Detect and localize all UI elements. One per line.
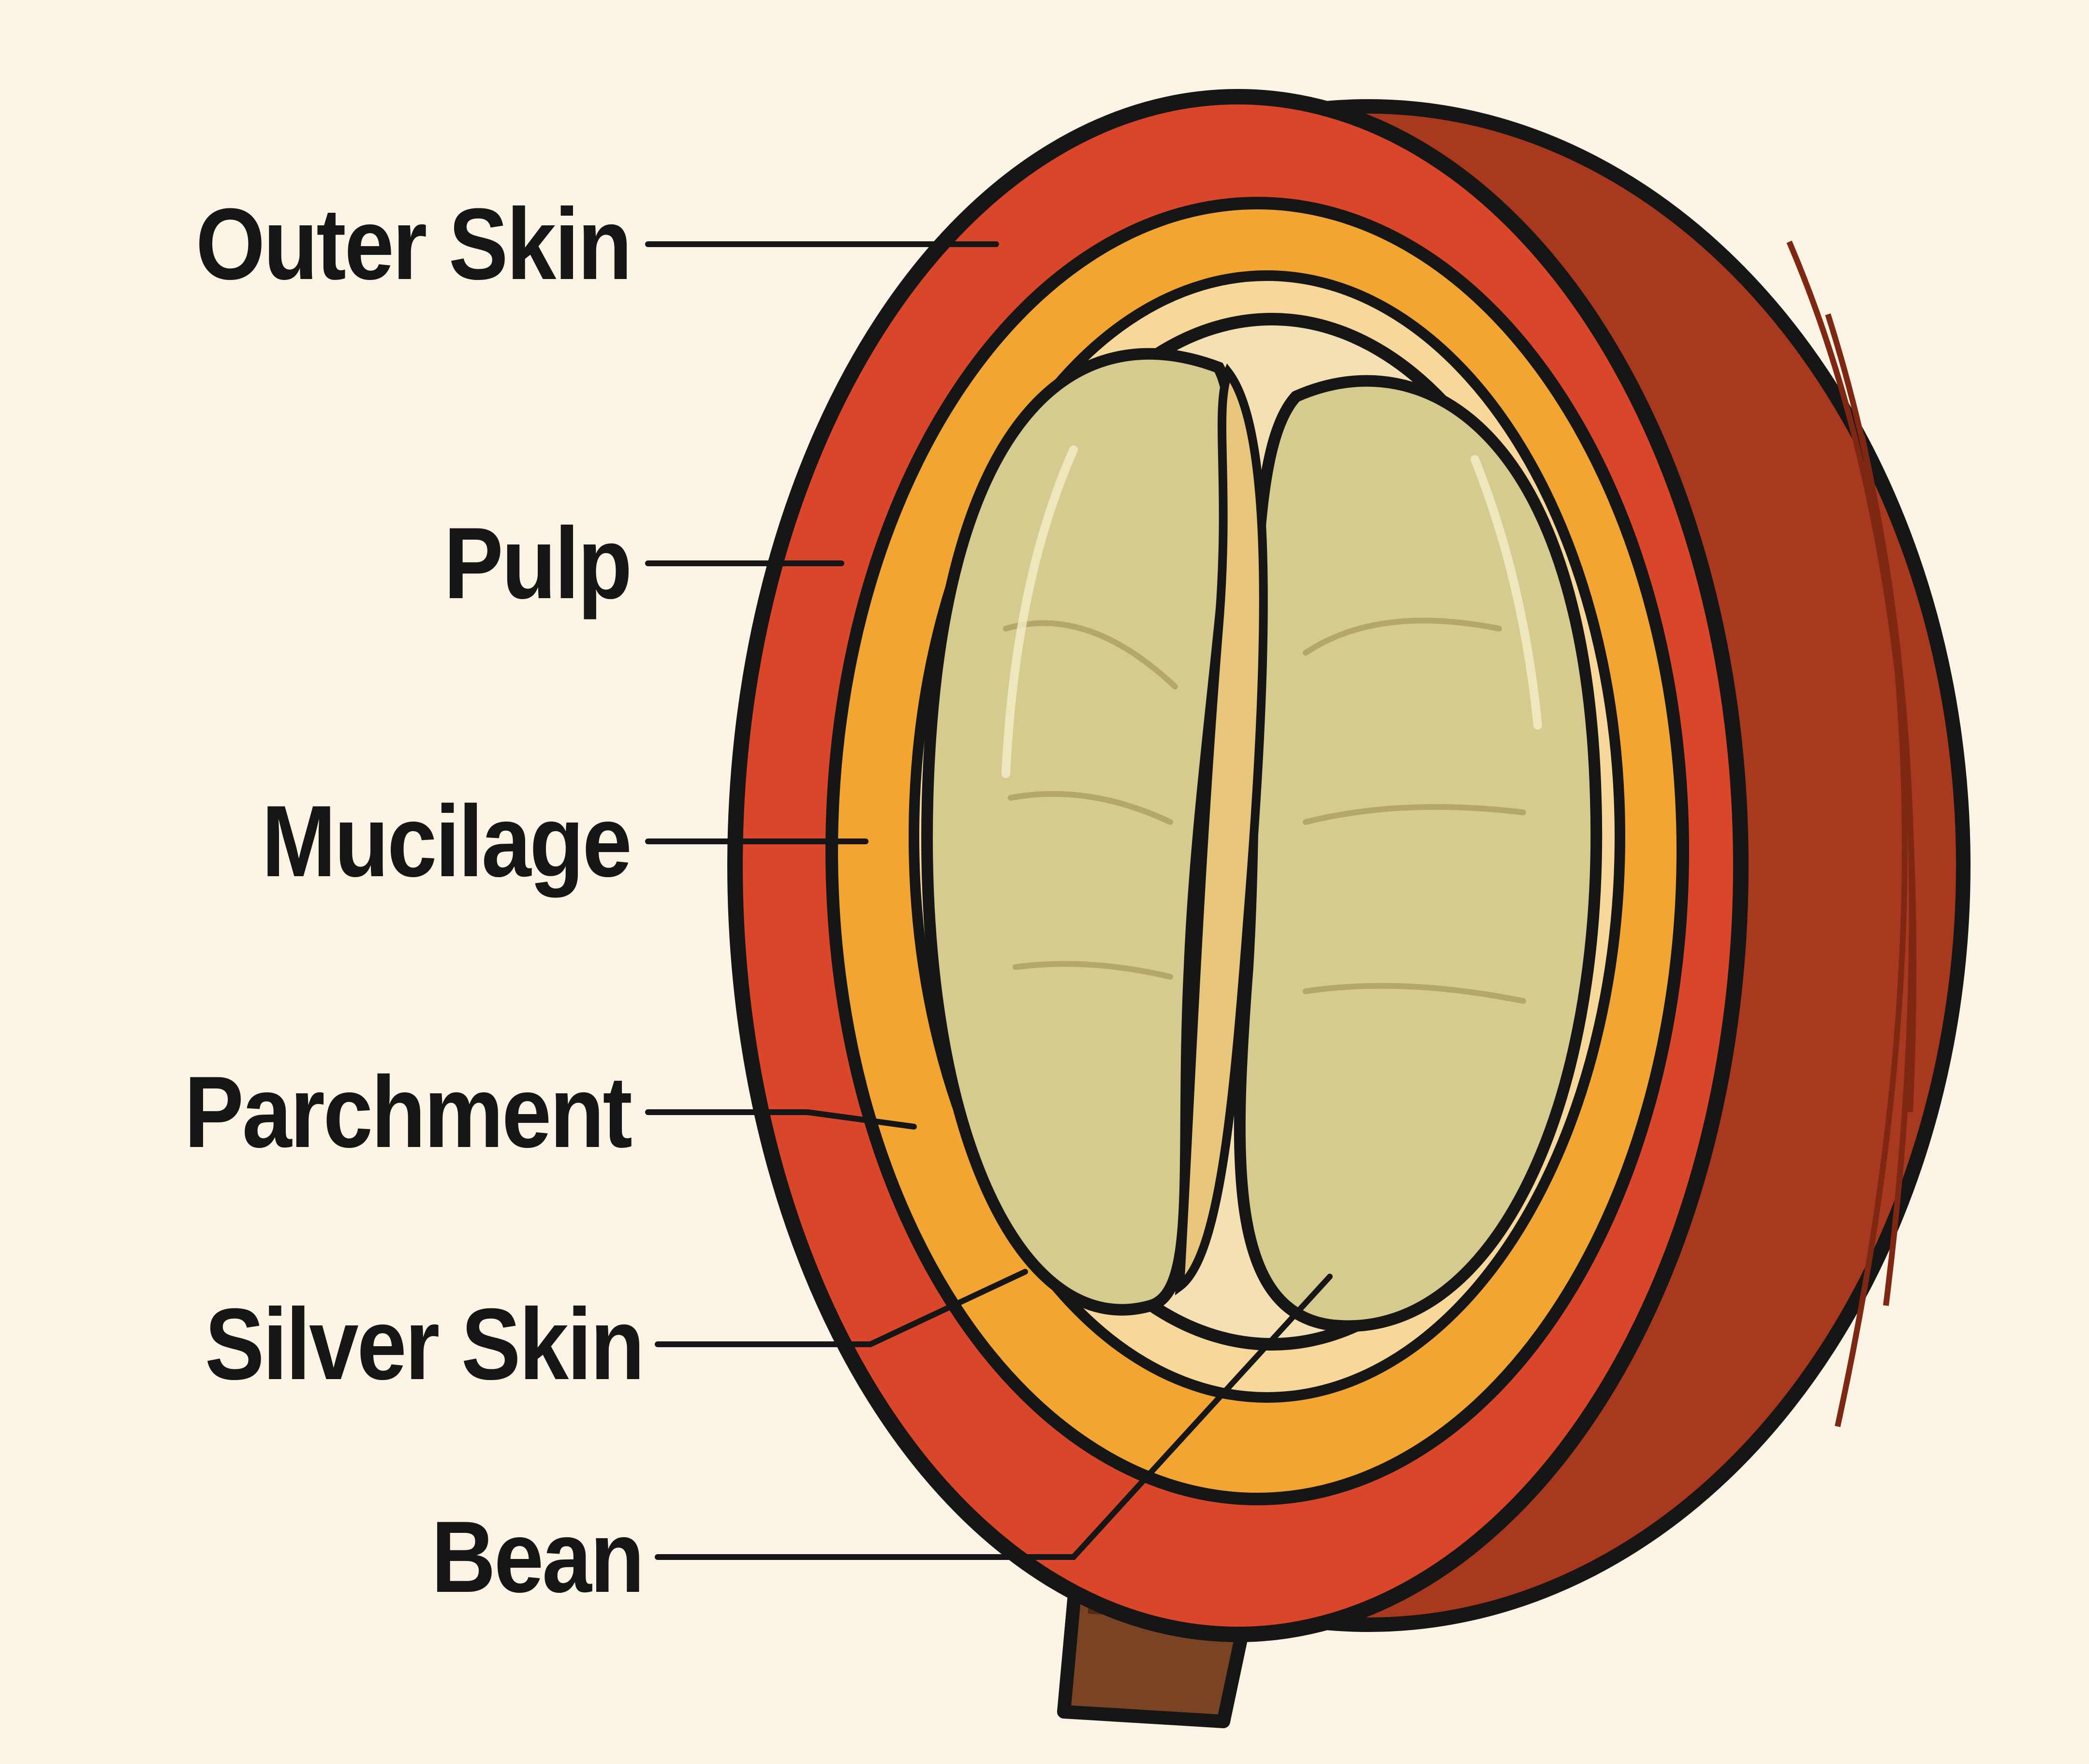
- label-parchment: Parchment: [184, 1055, 633, 1169]
- bean-center-seam: [1175, 363, 1268, 1295]
- label-silver-skin: Silver Skin: [205, 1287, 645, 1401]
- leader-bean: [655, 1274, 1333, 1560]
- label-mucilage: Mucilage: [262, 784, 632, 898]
- side-shading-lines: [1786, 240, 1917, 1427]
- bean-texture: [1003, 617, 1526, 1004]
- leader-lines: [645, 241, 1333, 1560]
- label-pulp: Pulp: [443, 506, 633, 620]
- label-outer-skin: Outer Skin: [195, 187, 633, 301]
- leader-silver-skin: [655, 1269, 1028, 1347]
- label-bean: Bean: [431, 1500, 645, 1614]
- leader-parchment: [645, 1109, 917, 1130]
- bean-highlight: [1001, 445, 1542, 778]
